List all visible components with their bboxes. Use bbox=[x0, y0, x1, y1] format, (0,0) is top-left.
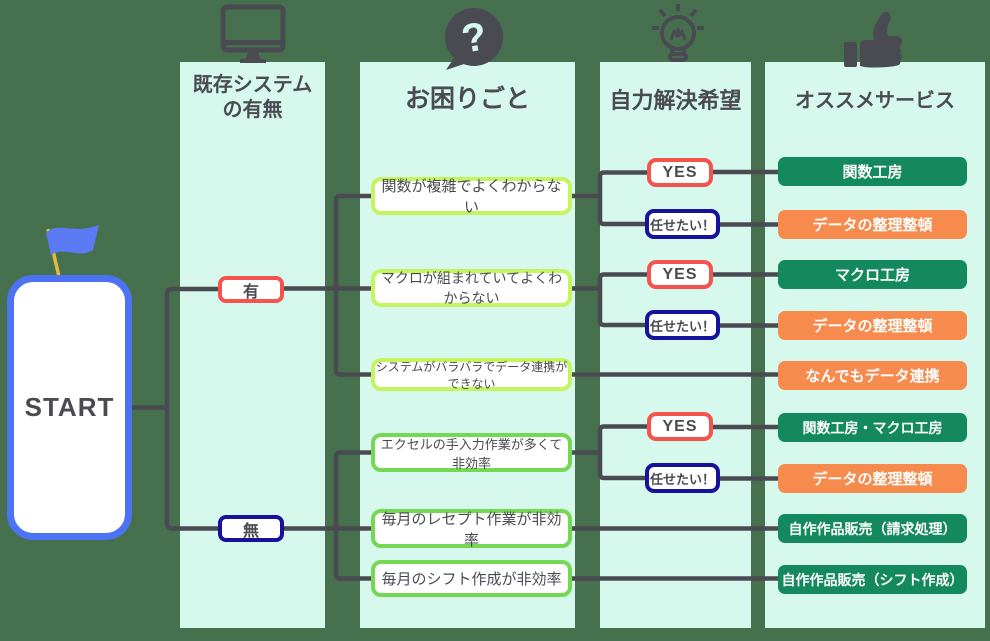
service-node-selfmade-sales-shift: 自作作品販売（シフト作成） bbox=[778, 565, 967, 594]
thumbs-up-icon bbox=[844, 12, 902, 68]
decision-node-delegate-2: 任せたい！ bbox=[645, 310, 720, 340]
service-node-selfmade-sales-billing: 自作作品販売（請求処理） bbox=[778, 514, 967, 543]
service-node-anything-data-linkage: なんでもデータ連携 bbox=[778, 361, 967, 390]
service-node-data-organizing-1: データの整理整頓 bbox=[778, 210, 967, 239]
service-node-data-organizing-2: データの整理整頓 bbox=[778, 311, 967, 340]
problem-node-manual-excel-entry: エクセルの手入力作業が多くて非効率 bbox=[371, 433, 572, 472]
monitor-icon bbox=[220, 4, 286, 63]
column-header-recommended-services: オススメサービス bbox=[795, 90, 955, 112]
service-node-function-workshop: 関数工房 bbox=[778, 157, 967, 186]
column-self-solve: 自力解決希望 bbox=[600, 62, 751, 628]
problem-node-macros-unclear: マクロが組まれていてよくわからない bbox=[371, 269, 572, 307]
column-header-existing-system: 既存システム の有無 bbox=[192, 74, 313, 121]
problem-node-monthly-shift-creation: 毎月のシフト作成が非効率 bbox=[371, 560, 572, 597]
service-node-macro-workshop: マクロ工房 bbox=[778, 260, 967, 289]
branch-node-none: 無 bbox=[218, 515, 284, 542]
start-label: START bbox=[24, 392, 115, 422]
lightbulb-icon bbox=[652, 4, 704, 62]
decision-node-delegate-1: 任せたい！ bbox=[645, 209, 720, 239]
service-node-data-organizing-3: データの整理整頓 bbox=[778, 464, 967, 493]
column-header-troubles: お困りごと bbox=[404, 85, 530, 113]
problem-node-scattered-systems: システムがバラバラでデータ連携ができない bbox=[371, 358, 572, 391]
question-bubble-icon: ? bbox=[445, 8, 503, 70]
decision-node-delegate-3: 任せたい！ bbox=[645, 463, 720, 493]
problem-node-monthly-receipt-work: 毎月のレセプト作業が非効率 bbox=[371, 509, 572, 549]
decision-node-yes-2: YES bbox=[647, 260, 713, 289]
column-header-self-solve: 自力解決希望 bbox=[609, 88, 742, 113]
decision-node-yes-3: YES bbox=[647, 412, 713, 441]
start-node: START bbox=[7, 275, 132, 540]
service-node-function-macro-workshop: 関数工房・マクロ工房 bbox=[778, 413, 967, 442]
decision-node-yes-1: YES bbox=[647, 158, 713, 187]
branch-node-have: 有 bbox=[218, 276, 284, 303]
problem-node-complex-functions: 関数が複雑でよくわからない bbox=[371, 177, 572, 216]
